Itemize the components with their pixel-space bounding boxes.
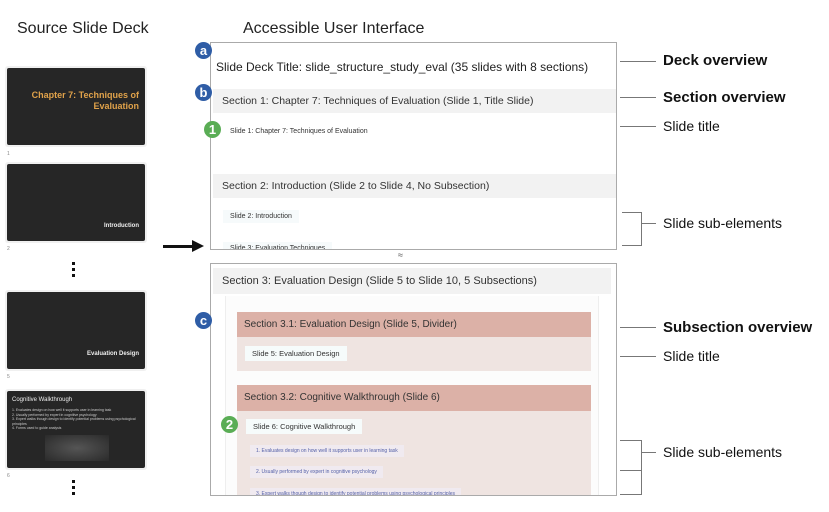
subsection-3-2-header[interactable]: Section 3.2: Cognitive Walkthrough (Slid…	[237, 385, 591, 411]
bracket	[620, 494, 642, 495]
slide-title-text: Evaluation Design	[86, 351, 139, 357]
bullet: 2. Usually performed by expert in cognit…	[12, 412, 97, 417]
bullet: 1. Evaluates design on how well it suppo…	[12, 408, 112, 412]
section-3-header[interactable]: Section 3: Evaluation Design (Slide 5 to…	[213, 268, 611, 294]
slide-image	[45, 435, 109, 461]
deck-title: Slide Deck Title: slide_structure_study_…	[216, 60, 589, 74]
slide-3-item[interactable]: Slide 3: Evaluation Techniques	[223, 242, 333, 249]
badge-2: 2	[221, 416, 238, 433]
ui-heading: Accessible User Interface	[243, 20, 425, 37]
slide-6-item[interactable]: Slide 6: Cognitive Walkthrough	[246, 419, 363, 434]
leader-line	[620, 97, 656, 98]
arrow-icon	[163, 245, 193, 248]
section-1-header[interactable]: Section 1: Chapter 7: Techniques of Eval…	[213, 89, 616, 113]
label-subsection-overview: Subsection overview	[663, 319, 813, 336]
slide-title-text: Introduction	[104, 223, 139, 229]
break-icon: ≈	[398, 250, 403, 260]
bullet: 4. Forms used to guide analysis	[12, 426, 62, 430]
ellipsis-icon	[72, 480, 76, 498]
bracket	[641, 223, 656, 224]
bracket	[620, 470, 642, 471]
bracket	[641, 440, 642, 495]
slide-5-item[interactable]: Slide 5: Evaluation Design	[245, 346, 347, 361]
slide-1-item[interactable]: Slide 1: Chapter 7: Techniques of Evalua…	[223, 125, 375, 138]
slide-title-text: Chapter 7: Techniques of Evaluation	[31, 90, 139, 111]
bracket	[622, 212, 642, 213]
slide-sub-element[interactable]: 1. Evaluates design on how well it suppo…	[250, 445, 404, 457]
slide-thumbnail-2: Introduction	[5, 162, 147, 243]
slide-number: 2	[7, 246, 10, 252]
arrow-head	[192, 240, 204, 252]
slide-thumbnail-1: Chapter 7: Techniques of Evaluation	[5, 66, 147, 147]
leader-line	[620, 327, 656, 328]
ui-panel-top: Slide Deck Title: slide_structure_study_…	[210, 42, 617, 250]
label-section-overview: Section overview	[663, 89, 786, 106]
bracket	[641, 212, 642, 246]
section-2-header[interactable]: Section 2: Introduction (Slide 2 to Slid…	[213, 174, 616, 198]
bracket	[620, 440, 642, 441]
slide-number: 5	[7, 374, 10, 380]
badge-c: c	[195, 312, 212, 329]
slide-bullets: 1. Evaluates design on how well it suppo…	[12, 408, 137, 431]
bracket	[622, 245, 642, 246]
badge-1: 1	[204, 121, 221, 138]
ui-panel-bottom: Section 3: Evaluation Design (Slide 5 to…	[210, 263, 617, 496]
leader-line	[620, 356, 656, 357]
slide-title-text: Cognitive Walkthrough	[12, 397, 73, 403]
slide-thumbnail-6: Cognitive Walkthrough 1. Evaluates desig…	[5, 389, 147, 470]
subsection-3-1-header[interactable]: Section 3.1: Evaluation Design (Slide 5,…	[237, 312, 591, 337]
badge-a: a	[195, 42, 212, 59]
slide-thumbnail-5: Evaluation Design	[5, 290, 147, 371]
slide-2-item[interactable]: Slide 2: Introduction	[223, 210, 299, 223]
slide-number: 1	[7, 151, 10, 157]
label-sub-elements-2: Slide sub-elements	[663, 444, 783, 460]
bracket	[641, 452, 656, 453]
leader-line	[620, 61, 656, 62]
label-slide-title: Slide title	[663, 118, 720, 134]
ellipsis-icon	[72, 262, 76, 280]
leader-line	[620, 126, 656, 127]
label-sub-elements: Slide sub-elements	[663, 215, 783, 231]
bullet: 3. Expert walks though design to identif…	[12, 417, 136, 426]
slide-number: 6	[7, 473, 10, 479]
badge-b: b	[195, 84, 212, 101]
slide-sub-element[interactable]: 3. Expert walks though design to identif…	[250, 488, 462, 495]
label-slide-title-2: Slide title	[663, 348, 720, 364]
label-deck-overview: Deck overview	[663, 52, 768, 69]
slide-sub-element[interactable]: 2. Usually performed by expert in cognit…	[250, 466, 383, 478]
source-deck-heading: Source Slide Deck	[17, 20, 149, 37]
